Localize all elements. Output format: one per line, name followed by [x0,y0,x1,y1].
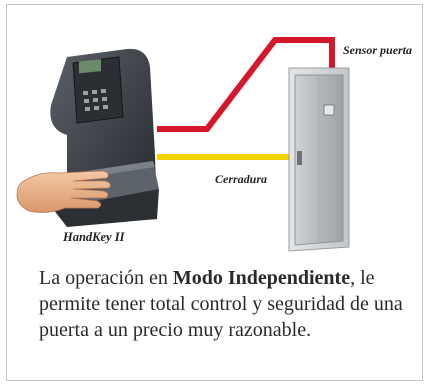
sensor-label: Sensor puerta [343,43,413,57]
device-label: HandKey II [63,230,125,244]
lock-label: Cerradura [215,172,268,186]
description-part1: La operación en [39,267,173,289]
sensor-wire [157,37,335,132]
hand-icon [16,170,111,213]
access-control-diagram [16,37,350,252]
description-text: La operación en Modo Independiente, le p… [39,265,419,343]
door-icon [288,67,350,252]
description-part2: , le permite tener total control y segur… [39,267,403,341]
diagram-card: Sensor puerta Cerradura HandKey II La op… [6,4,423,381]
description-highlight: Modo Independiente [172,267,351,289]
